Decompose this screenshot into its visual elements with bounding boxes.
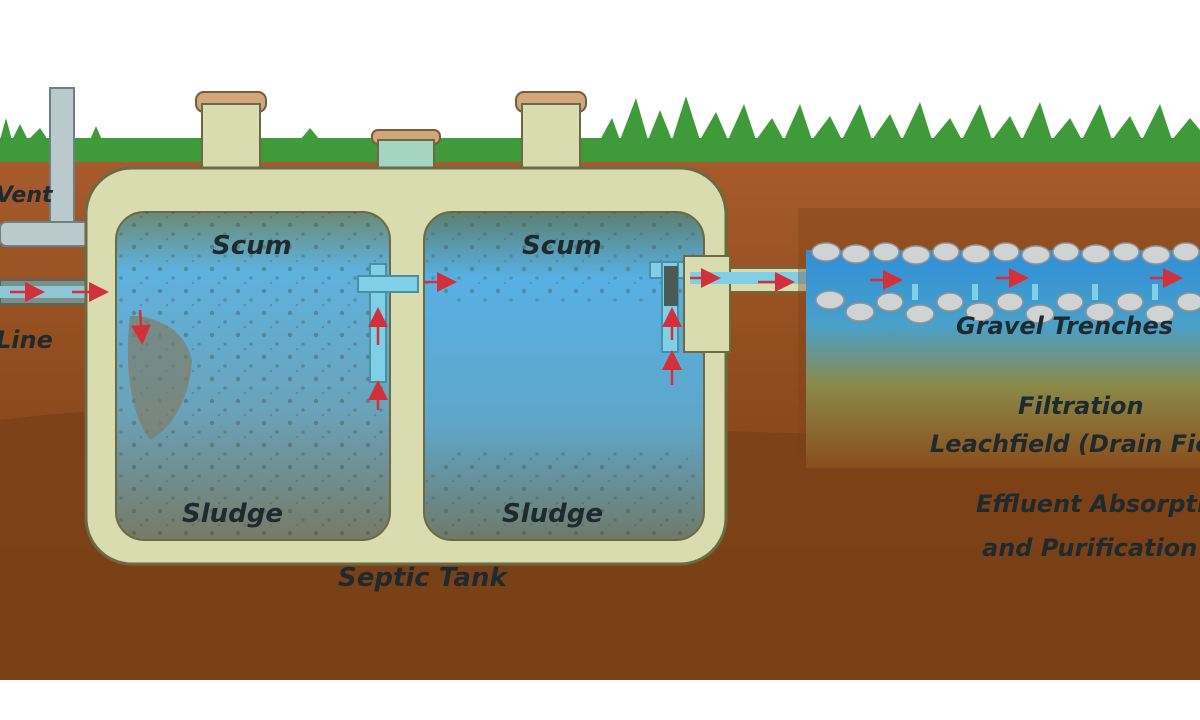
sludge-label-right: Sludge xyxy=(502,499,603,529)
perforation-drips xyxy=(912,284,1158,300)
inlet-line-label: Line xyxy=(0,326,53,354)
septic-tank-label: Septic Tank xyxy=(338,563,508,593)
flow-arrow xyxy=(131,309,151,345)
sludge-label-left: Sludge xyxy=(182,499,283,529)
leachfield-label: Leachfield (Drain Field xyxy=(930,430,1200,458)
inflow-plume xyxy=(127,316,192,440)
effluent-label-line2: and Purification xyxy=(982,534,1197,562)
vent-label: Vent xyxy=(0,183,54,208)
bottom-white-strip xyxy=(0,680,1200,720)
septic-tank xyxy=(84,91,728,566)
filtration-label: Filtration xyxy=(1018,392,1144,420)
gravel-trenches-label: Gravel Trenches xyxy=(956,312,1173,340)
grass-layer xyxy=(0,96,1200,164)
scum-label-right: Scum xyxy=(522,231,602,261)
gravel-bed xyxy=(811,242,1200,324)
scum-label-left: Scum xyxy=(212,231,292,261)
effluent-label-line1: Effluent Absorptio xyxy=(976,490,1200,518)
leachfield xyxy=(798,208,1200,468)
flow-arrows xyxy=(10,268,1183,410)
